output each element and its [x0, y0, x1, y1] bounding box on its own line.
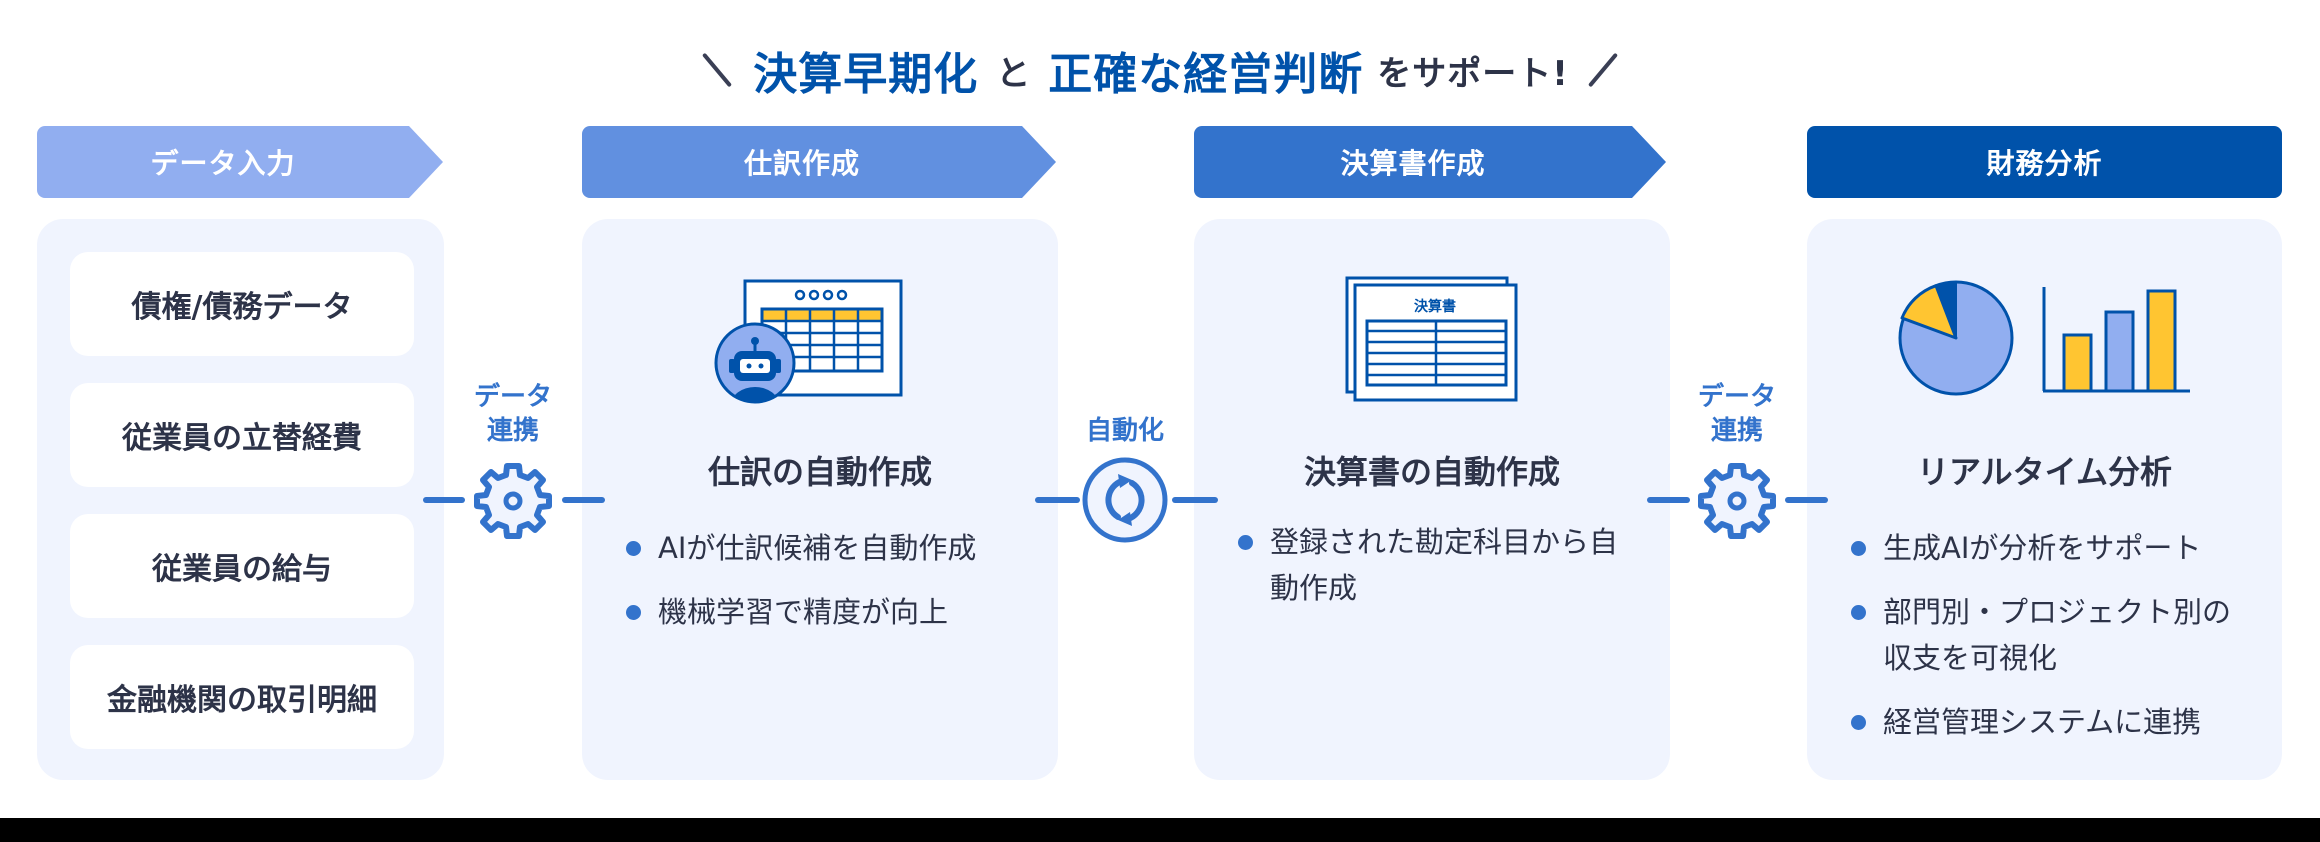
input-item-label: 金融機関の取引明細	[107, 683, 377, 718]
input-item-employee-expenses: 従業員の立替経費	[70, 383, 414, 487]
bullet-list: 生成AIが分析をサポート 部門別・プロジェクト別の収支を可視化 経営管理システム…	[1845, 525, 2252, 763]
card-journal-entry: 仕訳の自動作成 AIが仕訳候補を自動作成 機械学習で精度が向上	[582, 219, 1058, 780]
bullet-list: 登録された勘定科目から自動作成	[1232, 519, 1630, 629]
connector-label-line2: 連携	[486, 416, 539, 446]
card-title: 仕訳の自動作成	[707, 453, 932, 491]
input-item-employee-salary: 従業員の給与	[70, 514, 414, 618]
stage-header-label: 仕訳作成	[743, 147, 860, 180]
gear-icon	[1698, 463, 1776, 539]
stage-header-journal-entry: 仕訳作成	[582, 126, 1056, 198]
pie-and-bar-chart-icon	[1898, 280, 2190, 396]
financial-statement-document-icon: 決算書	[1345, 276, 1518, 402]
arrow-right-icon	[1022, 126, 1056, 198]
connector-label-line1: 自動化	[1085, 416, 1164, 446]
connector-line	[562, 497, 605, 503]
bullet-item: 登録された勘定科目から自動作成	[1232, 519, 1630, 611]
connector-label: 自動化	[1065, 414, 1185, 448]
connector-label-line1: データ	[473, 382, 552, 412]
bullet-item: 機械学習で精度が向上	[620, 589, 1038, 635]
input-item-bank-transactions: 金融機関の取引明細	[70, 645, 414, 749]
headline: 決算早期化 と 正確な経営判断 をサポート!	[0, 38, 2320, 102]
arrow-right-icon	[1632, 126, 1666, 198]
input-item-label: 従業員の立替経費	[122, 421, 362, 456]
bullet-item: 部門別・プロジェクト別の収支を可視化	[1845, 589, 2252, 681]
connector-line	[1647, 497, 1690, 503]
gear-icon	[474, 463, 552, 539]
decorative-backslash	[702, 52, 733, 88]
stage-header-label: 決算書作成	[1340, 147, 1486, 180]
stage-header-data-input: データ入力	[37, 126, 443, 198]
input-item-receivables-payables: 債権/債務データ	[70, 252, 414, 356]
card-title: リアルタイム分析	[1916, 453, 2173, 491]
connector-label: データ 連携	[1677, 380, 1797, 448]
connector-line	[1785, 497, 1828, 503]
stage-header-label: 財務分析	[1986, 147, 2103, 180]
bullet-list: AIが仕訳候補を自動作成 機械学習で精度が向上	[620, 525, 1038, 653]
stage-header-label: データ入力	[150, 147, 296, 180]
card-data-input: 債権/債務データ 従業員の立替経費 従業員の給与 金融機関の取引明細	[37, 219, 444, 780]
connector-label-line2: 連携	[1710, 416, 1763, 446]
stage-header-financial-statements: 決算書作成	[1194, 126, 1666, 198]
refresh-cycle-icon	[1082, 457, 1168, 543]
headline-highlight-accurate-decisions: 正確な経営判断	[1048, 49, 1364, 100]
arrow-right-icon	[409, 126, 443, 198]
bullet-item: AIが仕訳候補を自動作成	[620, 525, 1038, 571]
connector-line	[423, 497, 465, 503]
robot-spreadsheet-icon	[714, 279, 903, 404]
connector-line	[1172, 497, 1218, 503]
statement-icon-label: 決算書	[1414, 298, 1456, 315]
bottom-black-bar	[0, 818, 2320, 842]
headline-connector: と	[996, 53, 1031, 94]
input-item-label: 従業員の給与	[152, 552, 332, 587]
headline-tail: をサポート!	[1377, 53, 1569, 94]
card-title: 決算書の自動作成	[1303, 453, 1560, 491]
card-financial-analysis: リアルタイム分析 生成AIが分析をサポート 部門別・プロジェクト別の収支を可視化…	[1807, 219, 2282, 780]
stage-header-financial-analysis: 財務分析	[1807, 126, 2282, 198]
input-item-label: 債権/債務データ	[131, 290, 353, 325]
card-financial-statements: 決算書 決算書の自動作成 登録された勘定科目から自動作成	[1194, 219, 1670, 780]
headline-highlight-early-closing: 決算早期化	[753, 49, 979, 100]
bullet-item: 経営管理システムに連携	[1845, 699, 2252, 745]
decorative-slash	[1587, 52, 1618, 88]
bullet-item: 生成AIが分析をサポート	[1845, 525, 2252, 571]
connector-label: データ 連携	[453, 380, 573, 448]
connector-label-line1: データ	[1697, 382, 1776, 412]
connector-line	[1035, 497, 1080, 503]
